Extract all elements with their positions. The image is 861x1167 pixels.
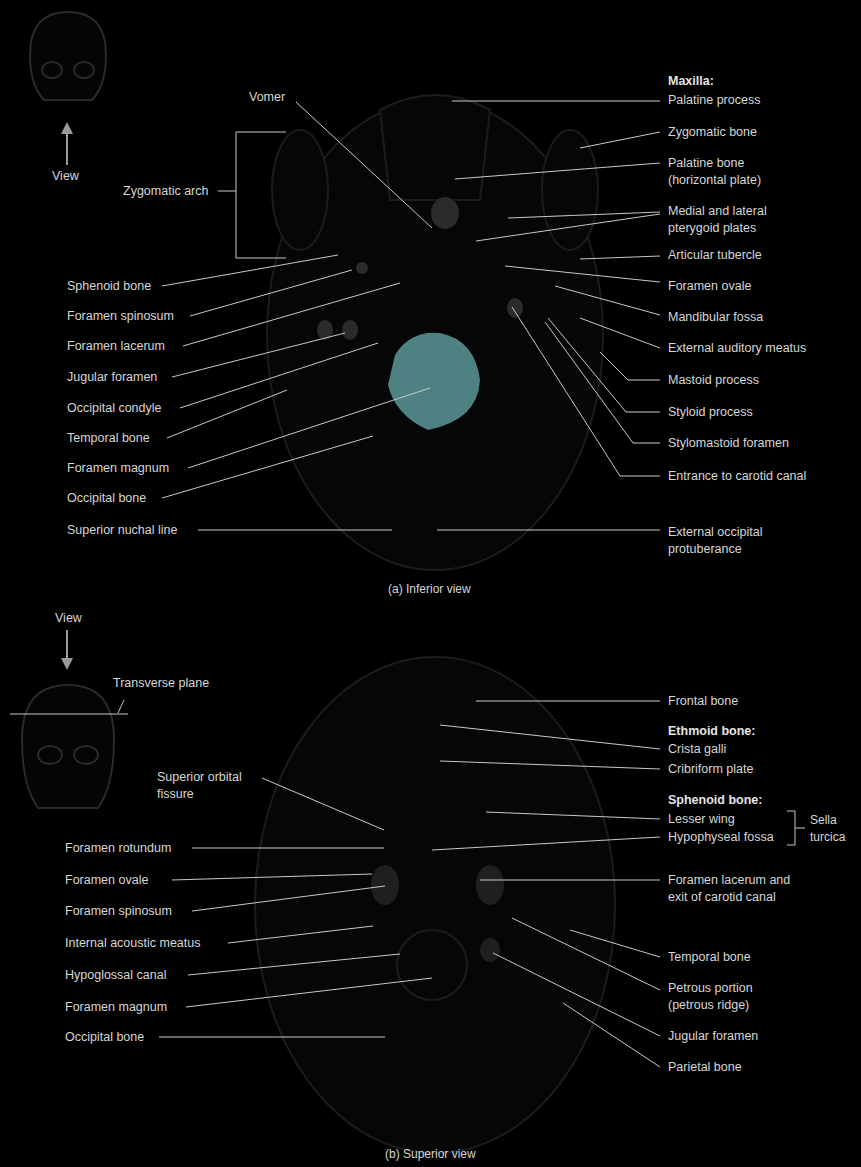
anatomy-label: Frontal bone [668, 693, 738, 710]
anatomy-label: Cribriform plate [668, 761, 753, 778]
anatomy-label: View [55, 610, 82, 627]
anatomy-label: Stylomastoid foramen [668, 435, 789, 452]
anatomy-label: Crista galli [668, 741, 726, 758]
view-caption: (b) Superior view [385, 1146, 476, 1163]
anatomy-label: Occipital condyle [67, 400, 162, 417]
anatomy-label: Foramen lacerum [67, 338, 165, 355]
anatomy-label: Foramen rotundum [65, 840, 171, 857]
anatomy-label: Superior orbital fissure [157, 769, 262, 803]
bone-heading: Maxilla: [668, 73, 714, 90]
anatomy-label: Parietal bone [668, 1059, 742, 1076]
anatomy-label: Entrance to carotid canal [668, 468, 806, 485]
anatomy-label: Petrous portion (petrous ridge) [668, 980, 793, 1014]
anatomy-label: Palatine bone (horizontal plate) [668, 155, 793, 189]
view-caption: (a) Inferior view [388, 581, 471, 598]
bone-heading: Sphenoid bone: [668, 792, 762, 809]
anatomy-label: Hypophyseal fossa [668, 829, 774, 846]
anatomy-label: Medial and lateral pterygoid plates [668, 203, 793, 237]
anatomy-label: View [52, 168, 79, 185]
anatomy-label: Occipital bone [65, 1029, 144, 1046]
anatomy-label: Jugular foramen [67, 369, 157, 386]
anatomy-label: External occipital protuberance [668, 524, 793, 558]
anatomy-label: Foramen magnum [67, 460, 169, 477]
anatomy-label: Temporal bone [668, 949, 751, 966]
anatomy-label: Vomer [249, 89, 285, 106]
bone-heading: Ethmoid bone: [668, 723, 756, 740]
anatomy-label: Sella turcica [810, 812, 856, 846]
anatomy-label: Zygomatic arch [123, 183, 208, 200]
anatomy-label: Mastoid process [668, 372, 759, 389]
anatomy-label: Palatine process [668, 92, 760, 109]
anatomy-label: Foramen lacerum and exit of carotid cana… [668, 872, 793, 906]
anatomy-label: Occipital bone [67, 490, 146, 507]
anatomy-label: Styloid process [668, 404, 753, 421]
anatomy-label: Foramen magnum [65, 999, 167, 1016]
anatomy-label: Sphenoid bone [67, 278, 151, 295]
anatomy-label: Hypoglossal canal [65, 967, 166, 984]
anatomy-label: Foramen ovale [65, 872, 148, 889]
anatomy-label: Foramen spinosum [67, 308, 174, 325]
anatomy-label: Internal acoustic meatus [65, 935, 201, 952]
anatomy-label: Transverse plane [113, 675, 209, 692]
anatomy-label: External auditory meatus [668, 340, 806, 357]
anatomy-label: Superior nuchal line [67, 522, 178, 539]
anatomy-label: Zygomatic bone [668, 124, 757, 141]
anatomy-label: Foramen ovale [668, 278, 751, 295]
anatomy-label: Articular tubercle [668, 247, 762, 264]
anatomy-label: Foramen spinosum [65, 903, 172, 920]
anatomy-label: Lesser wing [668, 811, 735, 828]
anatomy-label: Temporal bone [67, 430, 150, 447]
anatomy-label: Jugular foramen [668, 1028, 758, 1045]
anatomy-label: Mandibular fossa [668, 309, 763, 326]
